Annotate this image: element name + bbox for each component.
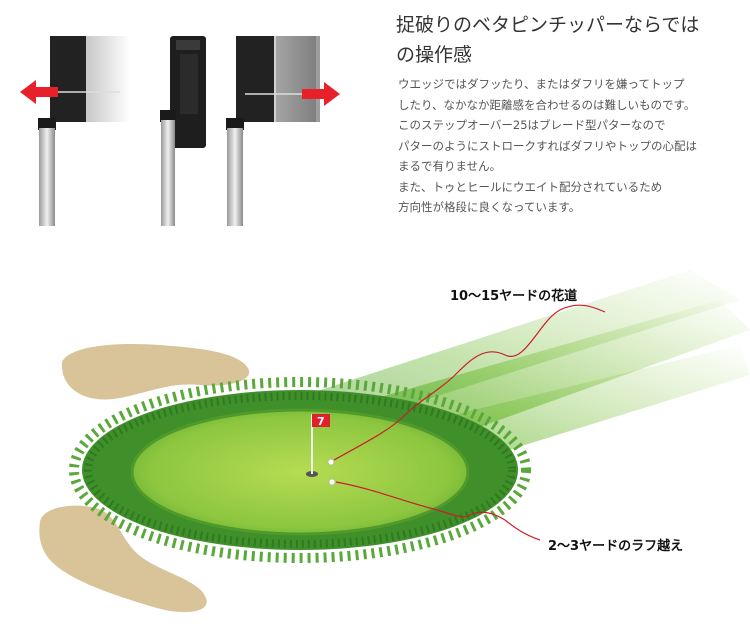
description-line: まるで有りません。 (398, 159, 502, 173)
ball-lower (328, 478, 336, 486)
arrow-right-icon (302, 82, 340, 106)
sand-bunker-bottom (39, 505, 207, 613)
heading-line-2: の操作感 (396, 44, 473, 66)
flag (312, 414, 330, 427)
putter-left (38, 36, 130, 226)
description-line: また、トゥとヒールにウエイト配分されているため (398, 179, 663, 194)
page-heading: 捉破りのベタピンチッパーならでは の操作感 (396, 10, 746, 70)
putter-comparison-image (20, 36, 340, 226)
heading-line-1: 捉破りのベタピンチッパーならでは (396, 14, 700, 36)
trajectory-lower (335, 481, 541, 541)
description-line: このステップオーバー25はブレード型パターなので (398, 118, 666, 132)
arrow-left-icon (20, 80, 58, 104)
golf-green-illustration: 7 (39, 270, 750, 613)
flag-number: 7 (317, 415, 325, 428)
putter-right (226, 36, 320, 226)
ball-upper (327, 458, 335, 466)
description-line: パターのようにストロークすればダフリやトップの心配は (398, 138, 697, 153)
description-text: ウエッジではダフッたり、またはダフリを嫌ってトップ したり、なかなか距離感を合わ… (398, 74, 748, 218)
putting-green (132, 410, 468, 534)
sand-bunker-top (61, 343, 250, 400)
description-line: 方向性が格段に良くなっています。 (398, 200, 581, 214)
callout-rough-distance: 2〜3ヤードのラフ越え (548, 539, 684, 554)
callout-fairway-distance: 10〜15ヤードの花道 (450, 289, 578, 304)
putter-center (160, 36, 206, 226)
description-line: ウエッジではダフッたり、またはダフリを嫌ってトップ (398, 77, 685, 91)
trajectory-upper (333, 304, 606, 461)
description-line: したり、なかなか距離感を合わせるのは難しいものです。 (398, 97, 696, 112)
